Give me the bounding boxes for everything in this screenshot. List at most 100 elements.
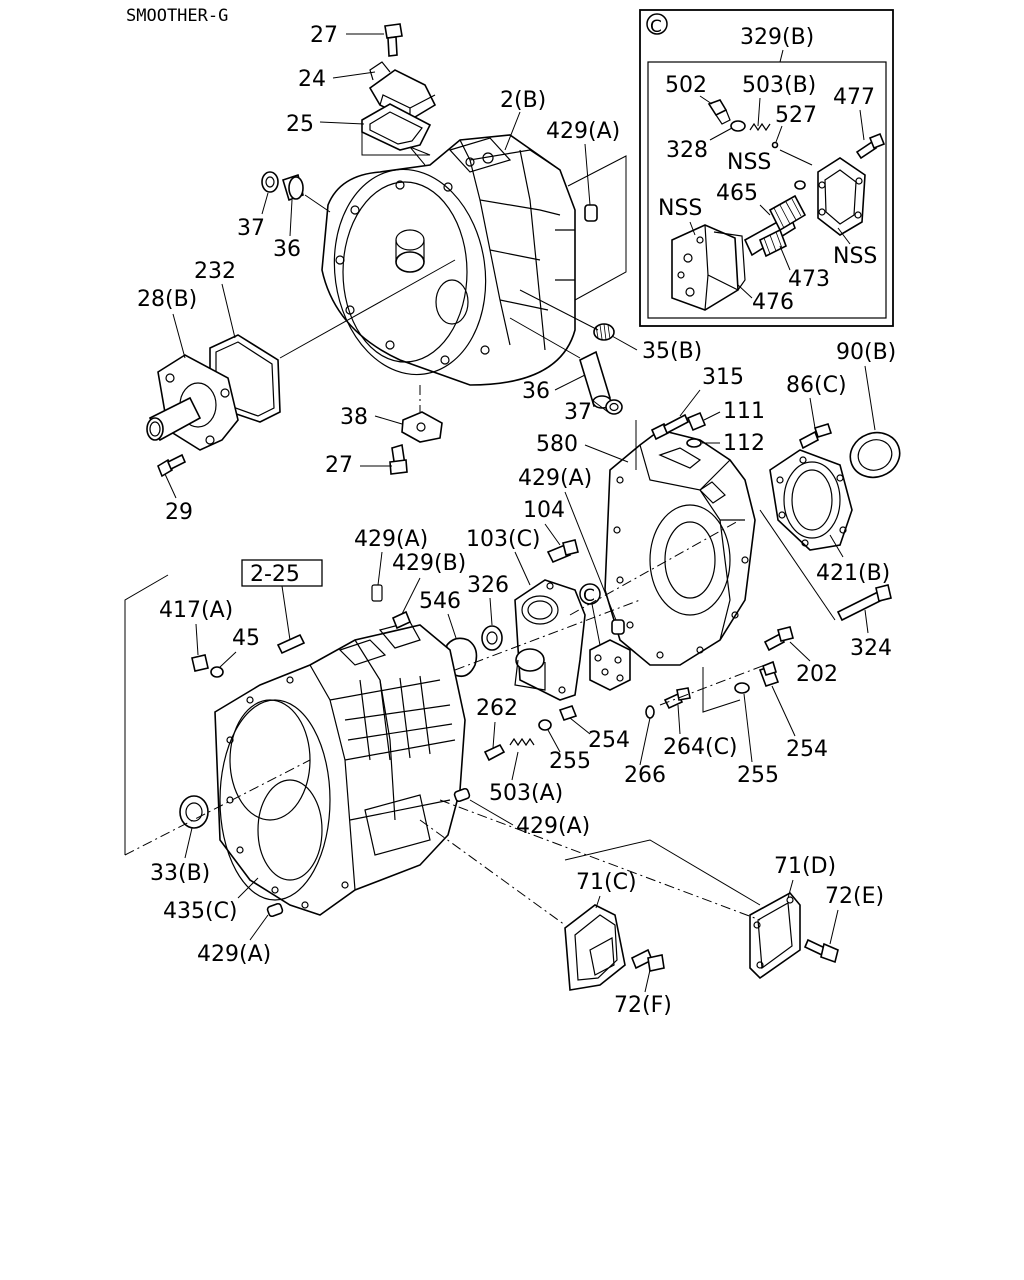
label-477: 477: [833, 85, 875, 110]
plug-502: [707, 99, 731, 125]
label-45: 45: [232, 626, 260, 651]
bushing-35b: [593, 323, 615, 341]
label-111: 111: [723, 399, 765, 424]
callout-c-letter: C: [583, 586, 595, 606]
pump-cover-plate: [817, 157, 866, 236]
leader: [779, 49, 784, 63]
pin-262: [483, 743, 506, 762]
label-417a: 417(A): [159, 598, 233, 623]
bolt-477: [855, 132, 886, 160]
bolt-202: [763, 626, 794, 652]
label-473: 473: [788, 267, 830, 292]
label-429a-mid: 429(A): [518, 466, 592, 491]
bolt-264c: [663, 687, 691, 710]
bolt-72f: [630, 948, 665, 972]
label-255-right: 255: [737, 763, 779, 788]
inset-circle-marker: [646, 13, 668, 35]
bolt-72e: [803, 938, 839, 964]
label-329b: 329(B): [740, 25, 814, 50]
label-38: 38: [340, 405, 368, 430]
label-232: 232: [194, 259, 236, 284]
label-429a-top: 429(A): [546, 119, 620, 144]
seal-326: [481, 625, 503, 651]
leader: [361, 130, 431, 166]
label-264c: 264(C): [663, 735, 738, 760]
rear-housing-580: [604, 429, 756, 666]
label-86c: 86(C): [786, 373, 847, 398]
inset-frame: [639, 9, 894, 327]
label-527: 527: [775, 103, 817, 128]
inset-detail-c: C 329(B): [639, 9, 894, 327]
label-37-left: 37: [237, 216, 265, 241]
plug-254-right: [758, 660, 780, 688]
bolt-315: [650, 413, 690, 441]
washer-112: [686, 438, 702, 448]
label-315: 315: [702, 365, 744, 390]
plug-111: [686, 411, 707, 432]
label-36-left: 36: [273, 237, 301, 262]
centerline: [569, 519, 741, 616]
stud-324: [836, 584, 892, 622]
bolt-27-top: [384, 23, 403, 57]
label-202: 202: [796, 662, 838, 687]
label-104: 104: [523, 498, 565, 523]
pump-gears: [743, 194, 807, 258]
assembly-bracket: [124, 574, 169, 855]
label-72f: 72(F): [614, 993, 672, 1018]
spring-503a: [509, 737, 535, 747]
label-502: 502: [665, 73, 707, 98]
bushing-36-left: [282, 173, 304, 202]
oring-255-left: [538, 719, 552, 731]
centerline: [454, 599, 641, 671]
bolt-417a: [191, 654, 209, 672]
bolt-86c: [799, 423, 833, 450]
label-254-mid: 254: [588, 728, 630, 753]
retainer-421b: [769, 449, 853, 551]
label-nss-left: NSS: [658, 196, 702, 221]
washer: [794, 180, 806, 190]
label-326: 326: [467, 573, 509, 598]
label-36-right: 36: [522, 379, 550, 404]
centerline: [419, 819, 566, 926]
label-254-right: 254: [786, 737, 828, 762]
seal-37-left: [261, 171, 279, 193]
label-27-bottom: 27: [325, 453, 353, 478]
label-29: 29: [165, 500, 193, 525]
centerline: [124, 759, 311, 856]
page-title: SMOOTHER-G: [126, 6, 228, 26]
label-429a-left: 429(A): [354, 527, 428, 552]
label-72e: 72(E): [825, 884, 884, 909]
plug-254-mid: [558, 705, 578, 721]
label-71d: 71(D): [774, 854, 836, 879]
label-262: 262: [476, 696, 518, 721]
seal-37-right: [605, 399, 623, 415]
ring-266: [645, 705, 655, 719]
label-27-top: 27: [310, 23, 338, 48]
clutch-housing-2b: [321, 134, 576, 386]
transmission-case: [214, 584, 466, 916]
label-429b: 429(B): [392, 551, 466, 576]
centerline: [439, 799, 761, 921]
assembly-bracket: [564, 839, 761, 906]
label-71c: 71(C): [576, 870, 637, 895]
bolt-104: [546, 539, 579, 564]
dowel-429a-bottom: [266, 902, 284, 918]
label-476: 476: [752, 290, 794, 315]
label-429a-bottom: 429(A): [197, 942, 271, 967]
label-nss-top: NSS: [727, 150, 771, 175]
ref-box-label: 2-25: [250, 562, 300, 587]
label-435c: 435(C): [163, 899, 238, 924]
cover-71c: [564, 904, 626, 991]
label-255-left: 255: [549, 749, 591, 774]
label-112: 112: [723, 431, 765, 456]
oil-pump-body: [671, 224, 746, 311]
label-421b: 421(B): [816, 561, 890, 586]
plate-38: [401, 411, 443, 443]
label-33b: 33(B): [150, 861, 210, 886]
dowel-429a-lower: [453, 787, 471, 803]
label-25: 25: [286, 112, 314, 137]
oil-seal-90b: [849, 431, 901, 479]
bolt-29: [157, 453, 187, 478]
label-37-right: 37: [564, 400, 592, 425]
